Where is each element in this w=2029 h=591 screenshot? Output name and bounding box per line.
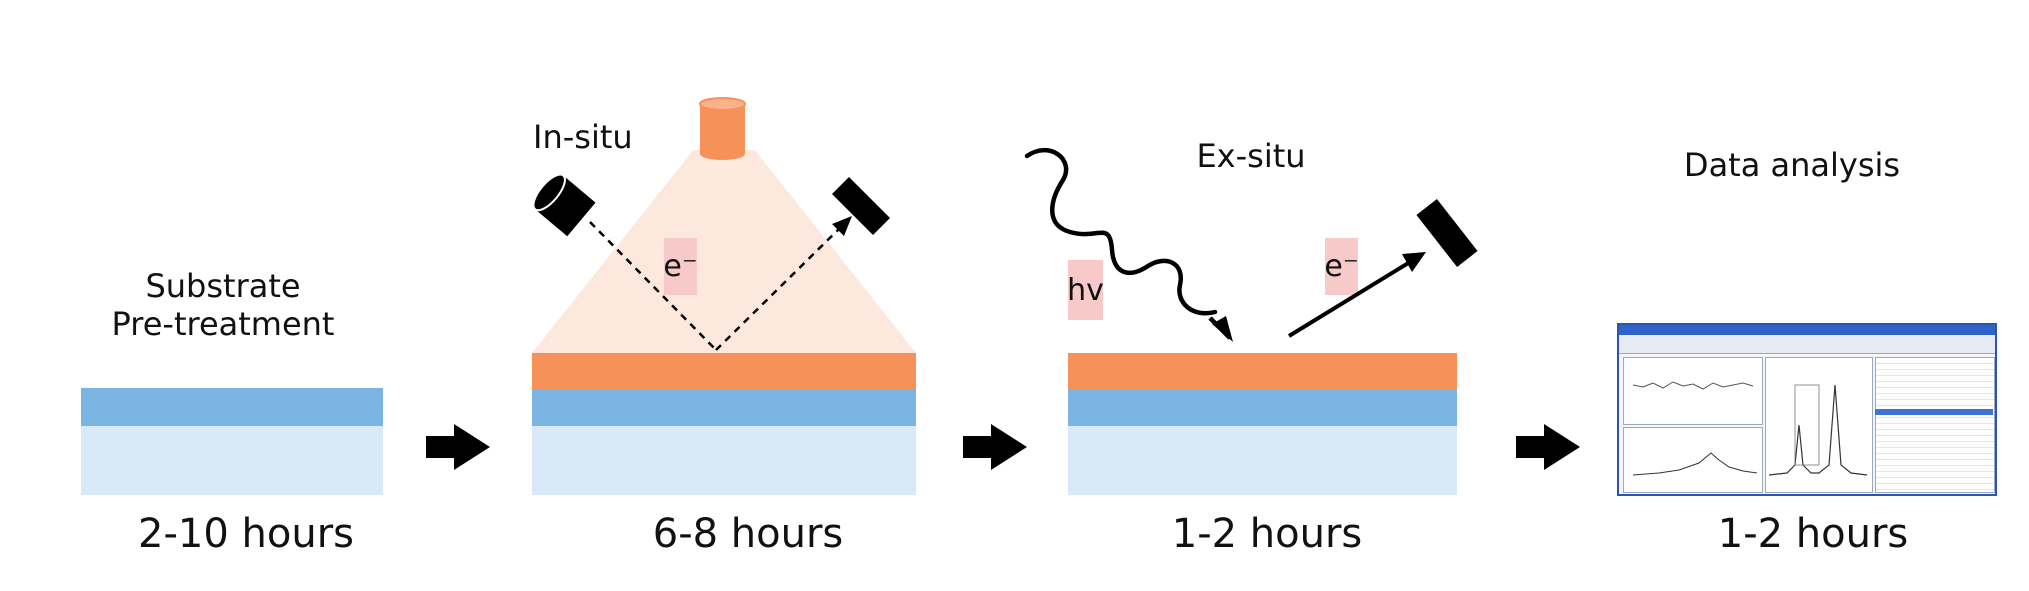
electron-gun-icon	[532, 173, 596, 237]
reflected-beam-arrowhead	[832, 216, 852, 236]
step3-title: Ex-situ	[1196, 137, 1306, 175]
step1-title-line2: Pre-treatment	[111, 305, 335, 343]
step3-film	[1068, 353, 1457, 389]
step4-title: Data analysis	[1683, 146, 1901, 184]
step1-title-line1: Substrate	[145, 267, 301, 305]
arrow-right-icon	[1516, 424, 1580, 470]
step1-duration: 2-10 hours	[138, 511, 354, 557]
step2-substrate-base	[532, 426, 916, 495]
step1-substrate-base	[81, 426, 383, 495]
software-screenshot-icon	[1617, 323, 1997, 496]
step3-substrate-base	[1068, 426, 1457, 495]
step3-electron-tag: e⁻	[1324, 238, 1359, 295]
detector-icon	[1416, 198, 1478, 268]
step4-duration: 1-2 hours	[1717, 511, 1909, 557]
arrow-right-icon	[426, 424, 490, 470]
step2-deposited-film	[532, 353, 916, 389]
emitted-electron-arrowhead	[1402, 252, 1426, 272]
step2-duration: 6-8 hours	[652, 511, 844, 557]
incident-beam-dashed	[589, 221, 717, 351]
step2-title: In-situ	[533, 118, 633, 156]
photon-wave-icon	[1024, 148, 1218, 316]
arrow-right-icon	[963, 424, 1027, 470]
photon-tag: hv	[1067, 260, 1104, 320]
step1-substrate-top-layer	[81, 388, 383, 426]
reflected-beam-dashed	[715, 225, 843, 351]
step3-substrate-top-layer	[1068, 389, 1457, 426]
step2-substrate-top-layer	[532, 389, 916, 426]
detector-icon	[832, 177, 890, 235]
step3-duration: 1-2 hours	[1171, 511, 1363, 557]
step2-electron-tag: e⁻	[663, 238, 698, 295]
electron-source-icon	[699, 97, 746, 160]
